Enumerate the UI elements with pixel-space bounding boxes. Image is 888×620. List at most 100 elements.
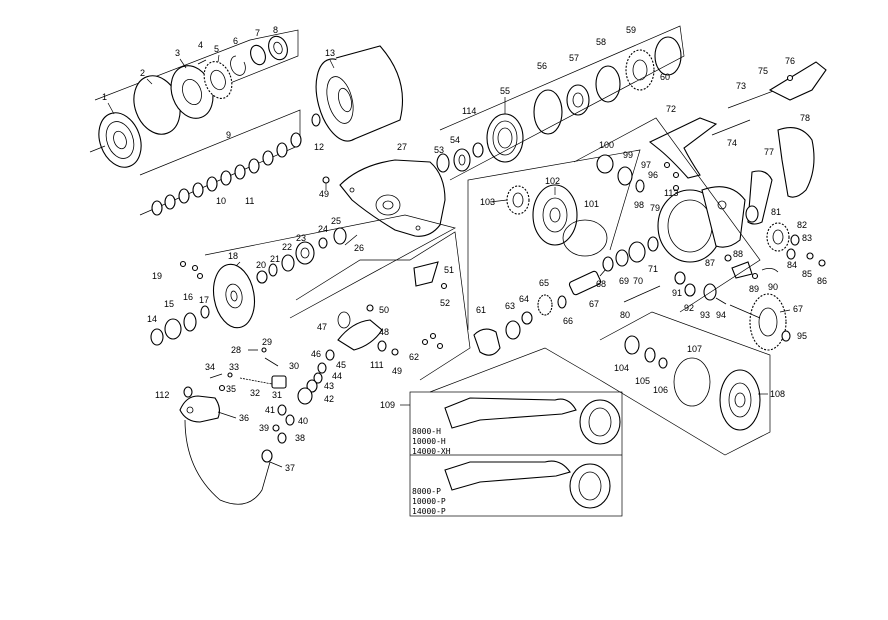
part-29-pin	[261, 347, 267, 353]
part-46-washer	[325, 349, 335, 361]
part-55-rotor-nut	[486, 113, 524, 163]
label-27: 27	[397, 142, 407, 152]
part-49-screw	[322, 176, 330, 190]
part-40-washer	[285, 414, 295, 426]
label-73: 73	[736, 81, 746, 91]
part-19-screws	[179, 260, 204, 280]
label-86: 86	[817, 276, 827, 286]
label-76: 76	[785, 56, 795, 66]
label-47: 47	[317, 322, 327, 332]
part-61-plate	[473, 328, 501, 356]
part-59-gear	[625, 49, 655, 91]
part-48-arm-lever	[337, 319, 383, 351]
part-51-cover	[413, 261, 439, 287]
label-83: 83	[802, 233, 812, 243]
part-65-gear	[537, 294, 553, 316]
label-67a: 67	[589, 299, 599, 309]
part-95-washer	[781, 330, 791, 342]
bail-arm-parts	[179, 231, 471, 505]
label-20: 20	[256, 260, 266, 270]
label-33: 33	[229, 362, 239, 372]
part-91-washer	[674, 271, 686, 285]
label-13: 13	[325, 48, 335, 58]
part-83-washer	[790, 234, 800, 246]
label-16: 16	[183, 292, 193, 302]
part-100-ring	[596, 154, 614, 174]
label-44: 44	[332, 371, 342, 381]
label-58: 58	[596, 37, 606, 47]
label-53: 53	[434, 145, 444, 155]
part-76-bracket	[768, 61, 827, 101]
part-86-screw	[818, 259, 826, 267]
part-63-bearing	[505, 320, 521, 340]
handle-p-variant-1: 8000-P	[412, 487, 441, 496]
label-49a: 49	[319, 189, 329, 199]
label-31: 31	[272, 390, 282, 400]
part-52-screw	[440, 282, 448, 290]
label-111: 111	[370, 360, 384, 370]
part-85-screw	[806, 252, 814, 260]
label-49b: 49	[392, 366, 402, 376]
part-104-bearing	[624, 335, 640, 355]
part-66-washer	[557, 295, 567, 309]
part-108-body-cap	[719, 369, 761, 431]
part-31-bail-housing	[271, 375, 287, 389]
part-26-wire	[344, 234, 358, 246]
label-45: 45	[336, 360, 346, 370]
label-82: 82	[797, 220, 807, 230]
label-65: 65	[539, 278, 549, 288]
label-106: 106	[653, 385, 668, 395]
part-37-bail-wire	[184, 419, 271, 505]
part-45-collar	[317, 362, 327, 374]
part-73-rod	[727, 89, 777, 109]
part-87-screw	[724, 254, 732, 262]
label-7: 7	[255, 28, 260, 38]
part-23-nut	[295, 241, 315, 265]
label-64: 64	[519, 294, 529, 304]
handle-h-variant-1: 8000-H	[412, 427, 441, 436]
side-plate-parts	[150, 159, 456, 346]
label-43: 43	[324, 381, 334, 391]
label-22: 22	[282, 242, 292, 252]
part-68-collar	[602, 256, 614, 272]
label-51: 51	[444, 265, 454, 275]
label-103: 103	[480, 197, 495, 207]
label-3: 3	[175, 48, 180, 58]
label-89: 89	[749, 284, 759, 294]
part-78-side-cover	[777, 127, 815, 198]
label-104: 104	[614, 363, 629, 373]
label-23: 23	[296, 233, 306, 243]
part-89-screw	[751, 272, 759, 280]
label-4: 4	[198, 40, 203, 50]
part-13-spool	[315, 45, 403, 142]
part-38-nut	[277, 432, 287, 444]
label-98: 98	[634, 200, 644, 210]
part-102-rotor-disc	[532, 184, 578, 246]
part-90-spring	[761, 268, 779, 273]
part-18-drive-plate	[212, 263, 256, 329]
part-44-collar	[313, 372, 323, 384]
label-85: 85	[802, 269, 812, 279]
label-8: 8	[273, 25, 278, 35]
spool-parts-group	[89, 29, 403, 216]
part-4-pin	[197, 59, 207, 65]
label-96: 96	[648, 170, 658, 180]
main-body	[657, 186, 746, 263]
label-32: 32	[250, 388, 260, 398]
part-114-washer	[472, 142, 484, 158]
label-10: 10	[216, 196, 226, 206]
label-29: 29	[262, 337, 272, 347]
label-95: 95	[797, 331, 807, 341]
part-112-washer	[183, 386, 193, 398]
part-113-screw	[672, 184, 680, 192]
label-114: 114	[462, 106, 476, 116]
part-1-spool-cap	[89, 112, 142, 168]
label-48: 48	[379, 327, 389, 337]
part-41-washer	[277, 404, 287, 416]
label-88: 88	[733, 249, 743, 259]
label-59: 59	[626, 25, 636, 35]
part-71-ring	[647, 236, 659, 252]
label-87: 87	[705, 258, 715, 268]
label-2: 2	[140, 68, 145, 78]
part-32-spring	[239, 377, 273, 385]
